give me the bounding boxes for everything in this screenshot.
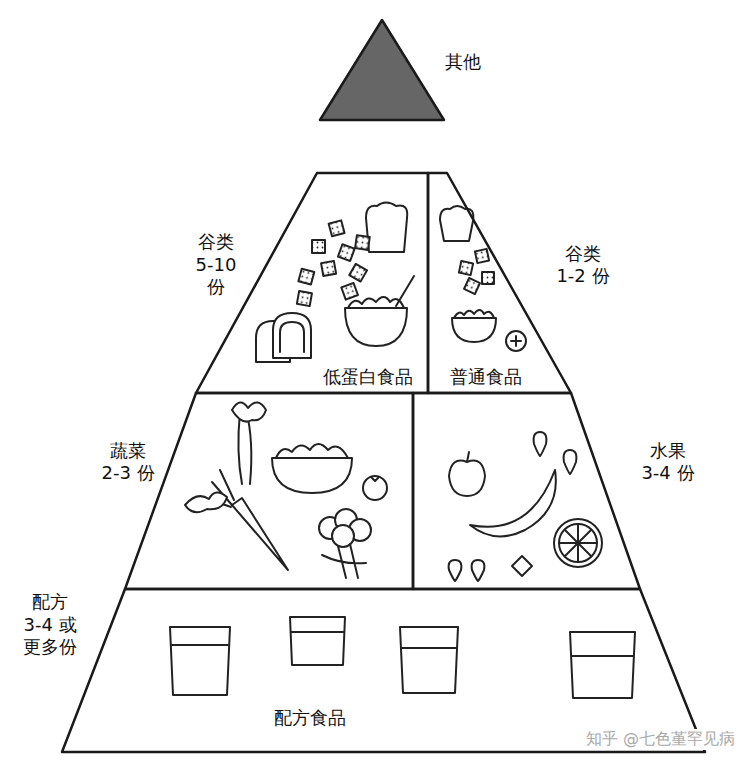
tier-label: 低蛋白食品 <box>323 366 413 389</box>
watermark: 知乎 @七色堇罕见病 <box>584 729 737 750</box>
tier-outline <box>428 173 571 393</box>
pyramid-tier: 水果 3-4 份 <box>413 393 640 589</box>
tier-shape <box>320 20 444 120</box>
serving-label: 谷类 1-2 份 <box>553 243 612 288</box>
serving-label: 水果 3-4 份 <box>638 440 697 485</box>
tier-outline <box>125 393 413 589</box>
pyramid-tier: 配方 3-4 或更多份配方食品 <box>62 589 705 752</box>
tier-shape <box>413 393 640 589</box>
pyramid-tier: 蔬菜 2-3 份 <box>125 393 413 589</box>
tier-label: 普通食品 <box>450 366 522 389</box>
vegetables <box>185 402 387 578</box>
tier-shape <box>196 173 428 393</box>
tier-outline <box>62 589 705 752</box>
serving-label: 蔬菜 2-3 份 <box>98 440 157 485</box>
apex-triangle: 其他 <box>320 20 444 120</box>
bread-loaf <box>256 203 407 363</box>
tier-shape <box>62 589 705 752</box>
tier-label: 其他 <box>445 51 481 74</box>
tier-shape <box>125 393 413 589</box>
tier-outline <box>196 173 428 393</box>
bread-slice <box>440 206 526 351</box>
tier-shape <box>428 173 571 393</box>
salad-bowl <box>345 276 496 346</box>
tier-outline <box>413 393 640 589</box>
tier-label: 配方食品 <box>274 707 346 730</box>
serving-label: 谷类 5-10 份 <box>186 231 245 299</box>
tier-outline <box>320 20 444 120</box>
formula-glasses <box>170 617 635 698</box>
pyramid-tier: 谷类 5-10 份低蛋白食品 <box>196 173 428 393</box>
pyramid-tier: 谷类 1-2 份普通食品 <box>428 173 571 393</box>
fruits <box>449 432 602 581</box>
serving-label: 配方 3-4 或更多份 <box>20 591 79 659</box>
